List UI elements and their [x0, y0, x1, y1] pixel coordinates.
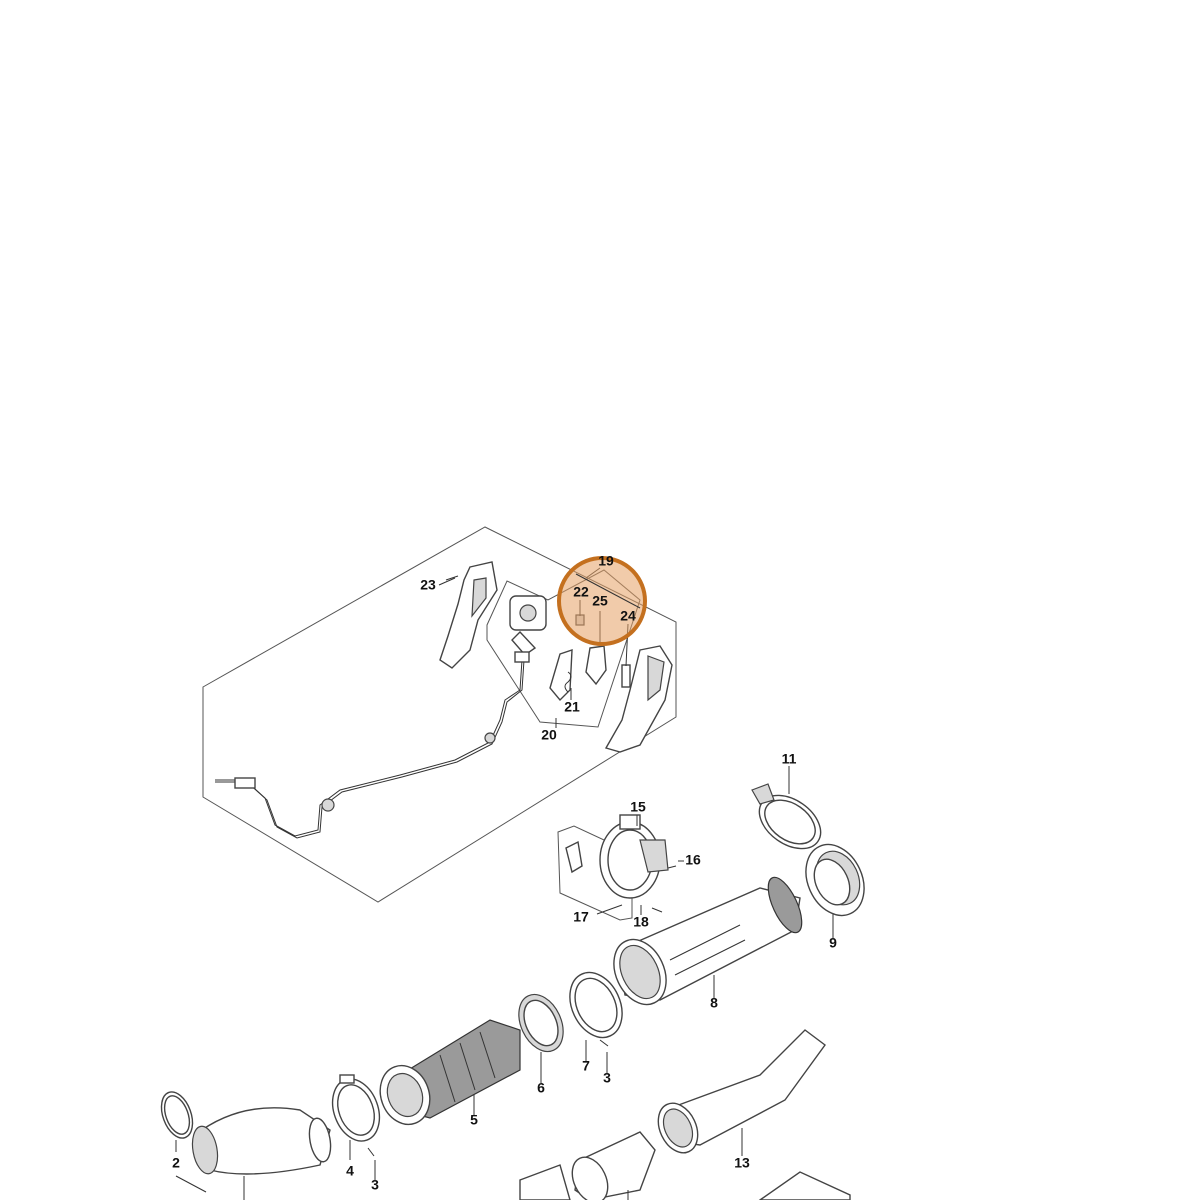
callout-13: 13	[734, 1155, 750, 1171]
callout-24: 24	[620, 608, 636, 624]
callout-21: 21	[564, 699, 580, 715]
end-cap-part	[805, 843, 865, 917]
hose-clamp-part	[331, 1074, 381, 1142]
callout-9: 9	[829, 935, 837, 951]
callout-22: 22	[573, 584, 589, 600]
clamp-part	[599, 814, 669, 899]
spring-part	[621, 664, 631, 688]
nozzle-tube-part	[657, 1029, 826, 1154]
callout-4: 4	[346, 1163, 354, 1179]
callout-20: 20	[541, 727, 557, 743]
handle-assembly-box	[202, 526, 677, 903]
bellows-part	[379, 1019, 521, 1126]
switch-unit-part	[509, 595, 547, 656]
callout-17: 17	[573, 909, 589, 925]
blower-tube-part	[613, 876, 803, 1006]
callout-19: 19	[598, 553, 614, 569]
ring-part	[518, 993, 564, 1053]
screw-parts	[367, 865, 677, 1157]
bracket-lever-part	[565, 840, 583, 874]
elbow-pipe-part	[191, 1107, 332, 1175]
callout-3-right: 3	[603, 1070, 611, 1086]
ring-clamp-part	[569, 971, 623, 1039]
callout-23: 23	[420, 577, 436, 593]
nozzle-ring-part	[751, 783, 822, 850]
callout-2: 2	[172, 1155, 180, 1171]
cable-part	[215, 651, 530, 839]
o-ring-part	[160, 1091, 194, 1139]
callout-18: 18	[633, 914, 649, 930]
bracket-box	[557, 825, 633, 921]
callout-6: 6	[537, 1080, 545, 1096]
callout-3-left: 3	[371, 1177, 379, 1193]
nozzle-piece-part	[519, 1131, 851, 1200]
callout-25: 25	[592, 593, 608, 609]
highlight-inner-line	[575, 573, 641, 609]
highlight-circle	[557, 556, 647, 646]
handle-half-part	[439, 561, 498, 669]
callout-16: 16	[685, 852, 701, 868]
callout-5: 5	[470, 1112, 478, 1128]
trigger-part	[549, 649, 573, 702]
callout-7: 7	[582, 1058, 590, 1074]
handle-grip-part	[604, 645, 673, 753]
callout-15: 15	[630, 799, 646, 815]
callout-8: 8	[710, 995, 718, 1011]
callout-11: 11	[782, 751, 797, 767]
